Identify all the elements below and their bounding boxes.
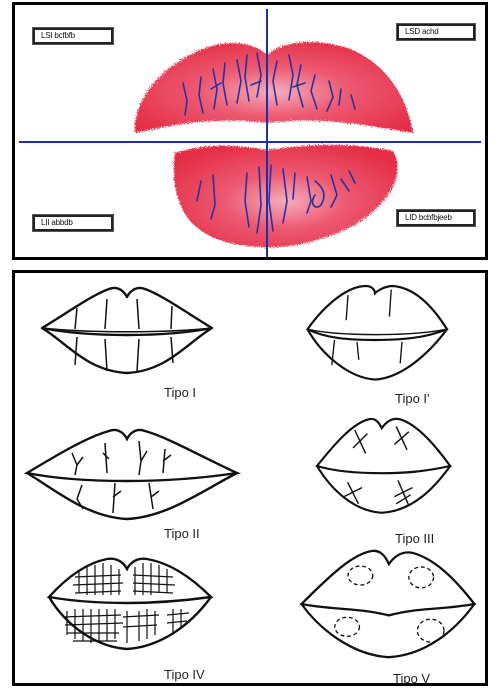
lip-type-1-prime-drawing (308, 286, 448, 380)
caption-type-4: Tipo IV (164, 667, 205, 682)
lip-type-1-drawing (42, 288, 212, 373)
lip-type-2-drawing (27, 430, 237, 519)
label-lower-right: LID bcbfbjeeb (397, 210, 475, 226)
lip-type-4-drawing (49, 559, 211, 649)
lip-print-panel: LSI bcfbfb LSD achd LII abbdb LID bcbfbj… (12, 2, 488, 260)
lip-type-3-drawing (317, 419, 450, 513)
lip-types-drawings (15, 273, 485, 683)
caption-type-1-prime: Tipo I' (395, 391, 430, 406)
label-upper-left: LSI bcfbfb (33, 28, 113, 44)
caption-type-1: Tipo I (164, 385, 196, 400)
lip-types-panel: Tipo I Tipo I' Tipo II Tipo III Tipo IV … (12, 270, 488, 686)
label-lower-left: LII abbdb (33, 215, 113, 231)
caption-type-3: Tipo III (395, 531, 434, 546)
lip-type-5-drawing (302, 551, 475, 657)
caption-type-2: Tipo II (164, 526, 200, 541)
caption-type-5: Tipo V (393, 671, 430, 686)
label-upper-right: LSD achd (397, 24, 475, 40)
